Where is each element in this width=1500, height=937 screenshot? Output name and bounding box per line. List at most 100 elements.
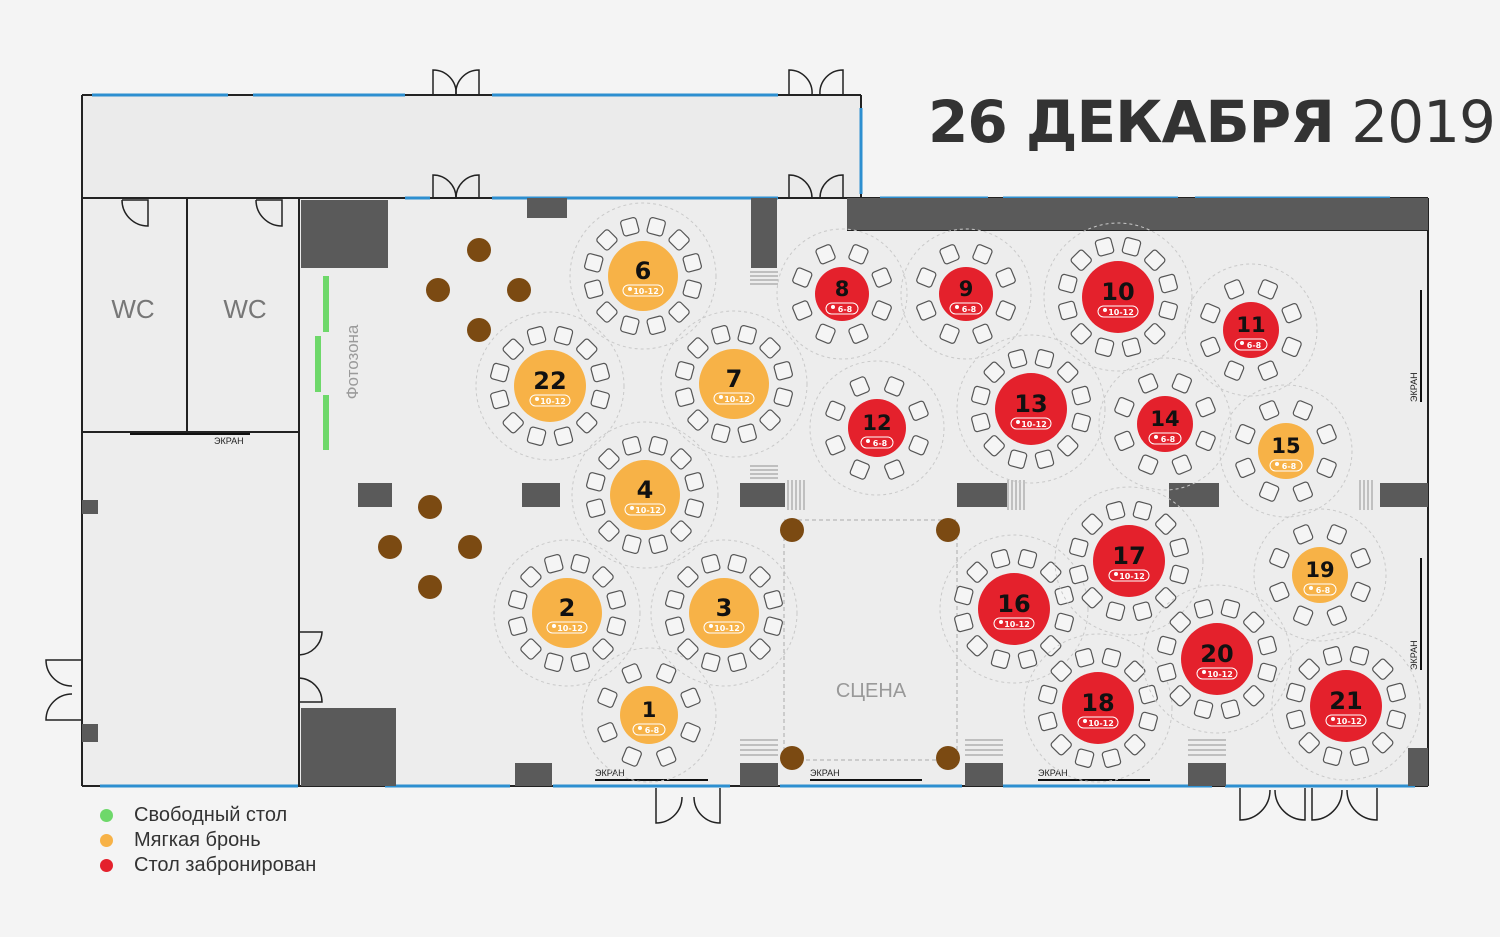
table-capacity: 10-12: [635, 506, 661, 515]
table-6[interactable]: 610-12: [569, 202, 717, 350]
table-top[interactable]: [1093, 525, 1165, 597]
screen-label: ЭКРАН: [214, 436, 244, 446]
chair: [1017, 549, 1038, 569]
table-top[interactable]: [1082, 261, 1154, 333]
table-top[interactable]: [1223, 302, 1279, 358]
chair: [773, 361, 793, 381]
table-capacity: 6-8: [962, 305, 977, 314]
chair: [849, 459, 870, 480]
chair: [1114, 397, 1135, 418]
chair: [670, 448, 692, 470]
table-number: 21: [1329, 687, 1362, 715]
table-top[interactable]: [1310, 670, 1382, 742]
table-top[interactable]: [532, 578, 602, 648]
table-top[interactable]: [939, 267, 993, 321]
chair: [1293, 605, 1314, 626]
chair: [749, 566, 771, 588]
table-top[interactable]: [1137, 396, 1193, 452]
table-top[interactable]: [514, 350, 586, 422]
chair: [971, 385, 991, 406]
chair: [592, 566, 614, 588]
table-19[interactable]: 196-8: [1253, 508, 1387, 642]
chair: [502, 412, 524, 434]
table-2[interactable]: 210-12: [493, 539, 641, 687]
screen-label: ЭКРАН: [1409, 640, 1419, 670]
table-top[interactable]: [848, 399, 906, 457]
table-top[interactable]: [978, 573, 1050, 645]
chair: [1054, 612, 1074, 633]
chair: [1017, 649, 1038, 669]
person-icon: [630, 506, 634, 510]
table-top[interactable]: [995, 373, 1067, 445]
table-capacity: 10-12: [724, 395, 750, 404]
table-top[interactable]: [1292, 547, 1348, 603]
screen-label: ЭКРАН: [1038, 768, 1068, 778]
chair: [1138, 373, 1159, 394]
table-7[interactable]: 710-12: [660, 310, 808, 458]
table-top[interactable]: [815, 267, 869, 321]
chair: [1193, 599, 1214, 619]
person-icon: [831, 305, 835, 309]
chair: [1171, 373, 1192, 394]
table-number: 1: [642, 698, 657, 722]
table-4[interactable]: 410-12: [571, 421, 719, 569]
chair: [1070, 249, 1092, 271]
table-capacity: 10-12: [1004, 620, 1030, 629]
table-number: 20: [1200, 640, 1233, 668]
table-top[interactable]: [608, 241, 678, 311]
chair: [668, 301, 690, 323]
chair: [1124, 660, 1146, 682]
capacity-pill: [624, 503, 666, 516]
chair: [1386, 709, 1406, 730]
wall-blocks: [82, 198, 1428, 786]
chair: [1257, 662, 1277, 683]
chair: [606, 590, 626, 610]
capacity-pill: [1097, 305, 1139, 318]
chair: [939, 244, 960, 265]
chair: [597, 722, 618, 743]
chair: [1038, 711, 1058, 732]
table-9[interactable]: 96-8: [900, 228, 1032, 360]
table-11[interactable]: 116-8: [1184, 263, 1318, 397]
person-icon: [628, 287, 632, 291]
table-top[interactable]: [699, 349, 769, 419]
table-top[interactable]: [689, 578, 759, 648]
chair: [759, 337, 781, 359]
table-1[interactable]: 16-8: [581, 647, 717, 783]
chair: [596, 229, 618, 251]
table-8[interactable]: 86-8: [776, 228, 908, 360]
chair: [668, 229, 690, 251]
chair: [1157, 635, 1177, 656]
chair: [1193, 699, 1214, 719]
chair: [596, 301, 618, 323]
table-top[interactable]: [1181, 623, 1253, 695]
person-icon: [1016, 420, 1020, 424]
chair: [682, 279, 702, 299]
table-top[interactable]: [620, 686, 678, 744]
chair: [646, 315, 666, 335]
chair: [648, 534, 668, 554]
table-top[interactable]: [1258, 423, 1314, 479]
table-3[interactable]: 310-12: [650, 539, 798, 687]
table-14[interactable]: 146-8: [1098, 357, 1232, 491]
chair: [1057, 435, 1079, 457]
table-number: 3: [716, 594, 733, 622]
chair: [884, 376, 905, 397]
table-15[interactable]: 156-8: [1219, 384, 1353, 518]
table-top[interactable]: [610, 460, 680, 530]
capacity-pill: [1196, 667, 1238, 680]
table-12[interactable]: 126-8: [809, 360, 945, 496]
person-icon: [1114, 572, 1118, 576]
table-top[interactable]: [1062, 672, 1134, 744]
chair: [1322, 646, 1343, 666]
table-capacity: 10-12: [1021, 420, 1047, 429]
table-zone: [776, 228, 908, 360]
